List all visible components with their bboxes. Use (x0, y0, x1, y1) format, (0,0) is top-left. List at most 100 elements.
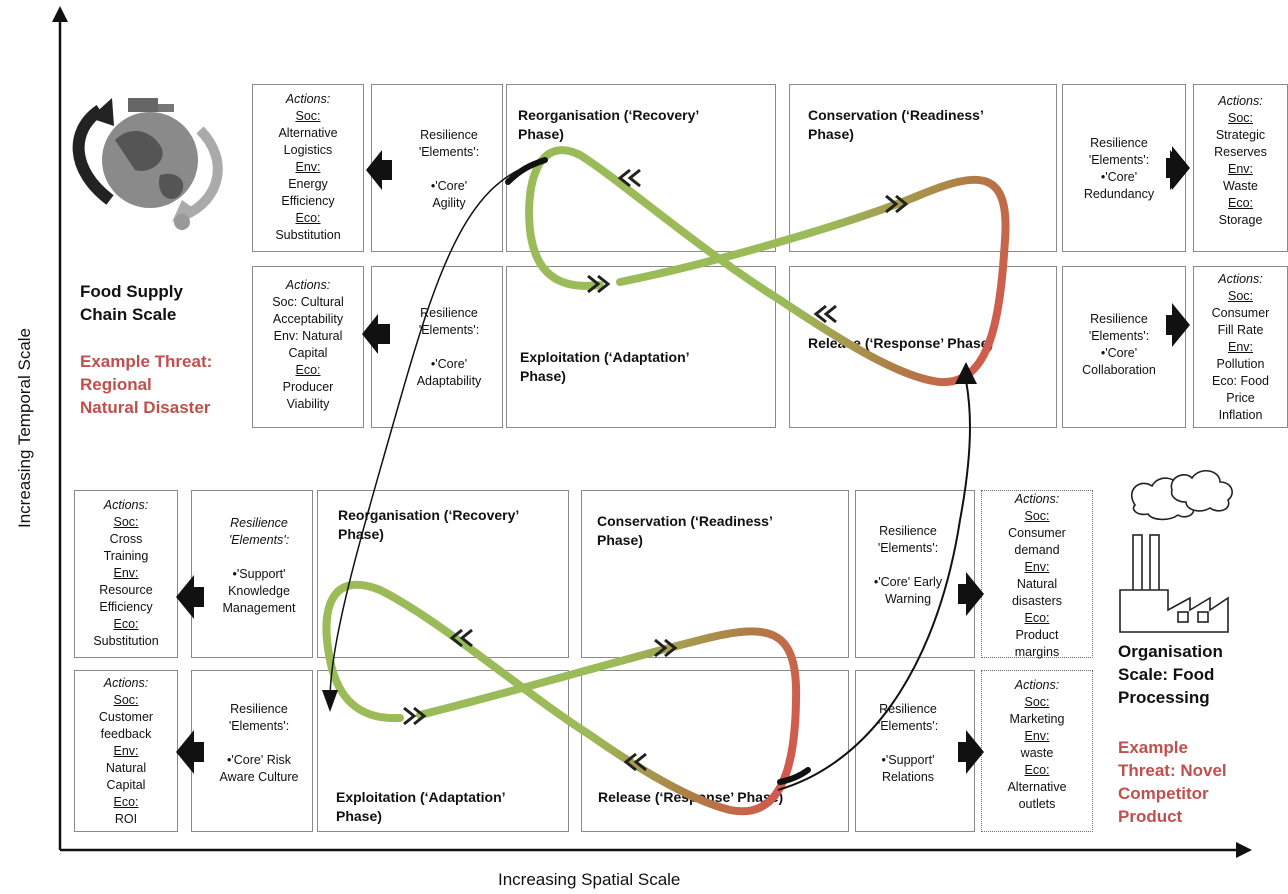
chevron-icon (617, 168, 641, 188)
arrow-left-icon (366, 150, 392, 190)
text-line: Resilience (879, 702, 937, 716)
text-line: Efficiency (281, 194, 335, 208)
text-line: Env: (1024, 560, 1050, 574)
chevron-icon (654, 638, 678, 658)
text-line: Env: (295, 160, 321, 174)
text-line: Resilience (879, 524, 937, 538)
text-line: Eco: (1024, 763, 1050, 777)
text-line: Actions: (103, 498, 149, 512)
text-line: Efficiency (99, 600, 153, 614)
text-line: Waste (1223, 179, 1258, 193)
lower-resilience-right-bottom-text: Resilience'Elements': •'Support'Relation… (856, 671, 974, 786)
arrow-right-icon (958, 572, 984, 616)
lower-resilience-top-box: Resilience'Elements': •'Support'Knowledg… (191, 490, 313, 658)
text-line: Resource (99, 583, 153, 597)
text-line: Knowledge (228, 584, 290, 598)
upper-adaptive-cycle-loop (525, 146, 1010, 387)
lower-phase-conserv-label: Conservation (‘Readiness’ Phase) (597, 513, 773, 548)
text-line: Substitution (93, 634, 159, 648)
arrow-left-icon (176, 730, 204, 774)
text-line: Management (222, 601, 296, 615)
text-line: Soc: (113, 693, 139, 707)
text-line: Resilience (230, 702, 288, 716)
text-line: Actions: (285, 92, 331, 106)
text-line: Eco: (113, 795, 139, 809)
text-line: Soc: (1227, 111, 1253, 125)
chevron-icon (623, 752, 647, 772)
text-line: •'Support' (232, 567, 286, 581)
text-line: Env: (113, 566, 139, 580)
text-line: Natural (1016, 577, 1058, 591)
text-line: Capital (106, 778, 146, 792)
text-line: disasters (1011, 594, 1063, 608)
upper-resilience-right-top-text: Resilience'Elements':•'Core'Redundancy (1063, 85, 1185, 203)
text-line: Pollution (1216, 357, 1265, 371)
arrowhead-icon (955, 362, 977, 384)
text-line: 'Elements': (1088, 329, 1150, 343)
upper-phase-reorg-box (506, 84, 776, 252)
text-line: Producer (282, 380, 334, 394)
text-line: Resilience (230, 516, 288, 530)
text-line: Env: (1227, 162, 1253, 176)
cross-scale-arrow-revolt (777, 374, 971, 791)
lower-threat-label: Example Threat: Novel Competitor Product (1118, 738, 1227, 826)
lower-phase-conserv-box (581, 490, 849, 658)
lower-adaptive-cycle-loop (322, 580, 801, 816)
upper-phase-reorg-label: Reorganisation (‘Recovery’ Phase) (518, 107, 700, 142)
text-line: Customer (98, 710, 154, 724)
arrow-right-icon (958, 730, 984, 774)
text-line: Actions: (103, 676, 149, 690)
text-line: Soc: (1024, 509, 1050, 523)
upper-resilience-top-text: Resilience'Elements': •'Core'Agility (372, 85, 502, 212)
text-line: Alternative (278, 126, 338, 140)
text-line: 'Elements': (418, 145, 480, 159)
text-line: Actions: (1014, 492, 1060, 506)
text-line: •'Core' (1100, 170, 1138, 184)
text-line: feedback (100, 727, 152, 741)
upper-resilience-right-top-box: Resilience'Elements':•'Core'Redundancy (1062, 84, 1186, 252)
upper-phase-exploit-box (506, 266, 776, 428)
upper-phase-exploit-label: Exploitation (‘Adaptation’ Phase) (520, 349, 690, 384)
text-line: Eco: (295, 211, 321, 225)
lower-phase-reorg-label: Reorganisation (‘Recovery’ Phase) (338, 507, 520, 542)
text-line: Adaptability (416, 374, 482, 388)
upper-resilience-bottom-box: Resilience'Elements': •'Core'Adaptabilit… (371, 266, 503, 428)
chevron-icon (587, 274, 611, 294)
text-line: Warning (884, 592, 932, 606)
text-line: Consumer (1211, 306, 1270, 320)
arrow-left-icon (362, 314, 390, 354)
text-line: Eco: (1227, 196, 1253, 210)
text-line: Energy (288, 177, 328, 191)
arrowhead-top (505, 157, 548, 185)
text-line: 'Elements': (228, 719, 290, 733)
text-line: Agility (432, 196, 466, 210)
upper-threat-label: Example Threat: Regional Natural Disaste… (80, 352, 213, 417)
text-line: •'Core' Risk (226, 753, 292, 767)
text-line: Eco: (1024, 611, 1050, 625)
chevron-icon (885, 194, 909, 214)
text-line: Soc: (295, 109, 321, 123)
lower-phase-exploit-box (317, 670, 569, 832)
text-line: Eco: (295, 363, 321, 377)
chevron-icon (403, 706, 427, 726)
text-line: ROI (114, 812, 138, 826)
text-line: Actions: (285, 278, 331, 292)
text-line: Actions: (1218, 94, 1263, 108)
lower-phase-exploit-label: Exploitation (‘Adaptation’ Phase) (336, 789, 506, 824)
text-line: 'Elements': (877, 719, 939, 733)
text-line: Env: (1227, 340, 1253, 354)
